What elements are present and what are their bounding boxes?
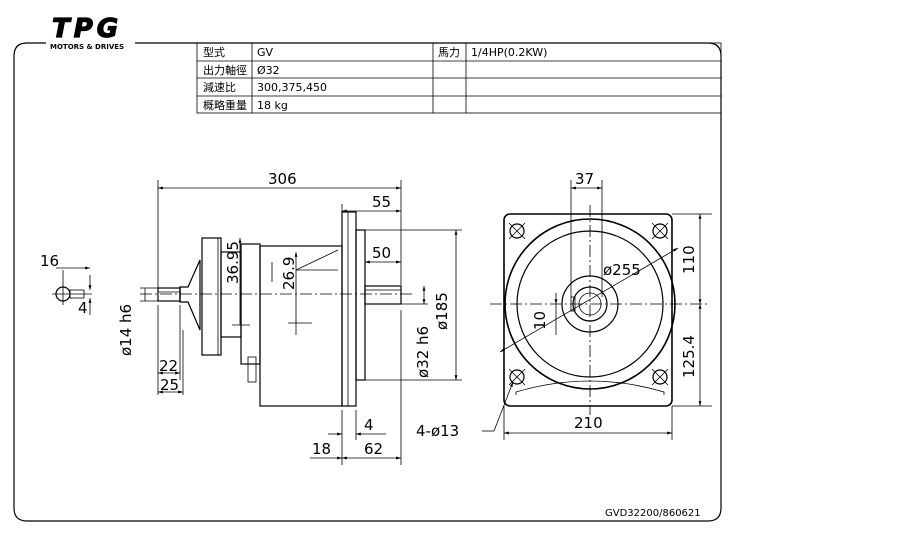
spec-label-shaft: 出力軸徑 — [203, 63, 247, 77]
dim-37: 37 — [575, 170, 594, 188]
dim-input-shaft: ø14 h6 — [117, 304, 135, 356]
spec-label-ratio: 減速比 — [203, 80, 236, 94]
logo: TPG MOTORS & DRIVES — [50, 13, 124, 51]
mounting-hole — [508, 368, 526, 386]
dim-key-16: 16 — [40, 252, 59, 270]
spec-value-weight: 18 kg — [257, 99, 288, 112]
spec-value-power: 1/4HP(0.2KW) — [471, 46, 547, 59]
dim-18: 18 — [312, 440, 331, 458]
spec-label-model: 型式 — [203, 45, 225, 59]
spec-label-power: 馬力 — [438, 46, 460, 59]
spec-value-ratio: 300,375,450 — [257, 81, 327, 94]
dim-62: 62 — [364, 440, 383, 458]
dim-36-95: 36.95 — [224, 241, 242, 284]
drawing-number: GVD32200/860621 — [605, 508, 701, 519]
side-dimensions: 306 55 50 36.95 26.9 ø185 ø32 h6 22 25 — [117, 170, 462, 465]
dim-10: 10 — [531, 311, 549, 330]
mounting-hole — [651, 222, 669, 240]
dim-26-9: 26.9 — [280, 257, 298, 290]
logo-mark: TPG — [52, 14, 122, 44]
front-view — [490, 205, 710, 415]
dim-25: 25 — [160, 376, 179, 394]
logo-tagline: MOTORS & DRIVES — [50, 43, 124, 51]
dim-55: 55 — [372, 193, 391, 211]
dim-306: 306 — [268, 170, 297, 188]
dim-pcd: ø255 — [603, 261, 641, 279]
key-detail: 16 4 — [40, 252, 92, 317]
dim-22: 22 — [159, 357, 178, 375]
drawing-frame — [13, 42, 722, 522]
dim-50: 50 — [372, 244, 391, 262]
spec-value-model: GV — [257, 46, 274, 59]
dim-flange-dia: ø185 — [433, 292, 451, 330]
mounting-hole — [508, 222, 526, 240]
dim-output-shaft: ø32 h6 — [414, 326, 432, 378]
side-view — [140, 211, 413, 407]
dim-4: 4 — [364, 416, 374, 434]
dim-key-4: 4 — [78, 299, 88, 317]
spec-table: 型式 GV 出力軸徑 Ø32 減速比 300,375,450 概略重量 18 k… — [196, 42, 722, 114]
spec-value-shaft: Ø32 — [257, 64, 280, 77]
front-dimensions: 37 ø255 10 110 125.4 210 4-ø13 — [416, 170, 712, 440]
mounting-hole — [651, 368, 669, 386]
dim-bolt-holes: 4-ø13 — [416, 422, 459, 440]
dim-210: 210 — [574, 414, 603, 432]
dim-125-4: 125.4 — [680, 335, 698, 378]
spec-label-weight: 概略重量 — [203, 98, 247, 112]
dim-110: 110 — [680, 245, 698, 274]
